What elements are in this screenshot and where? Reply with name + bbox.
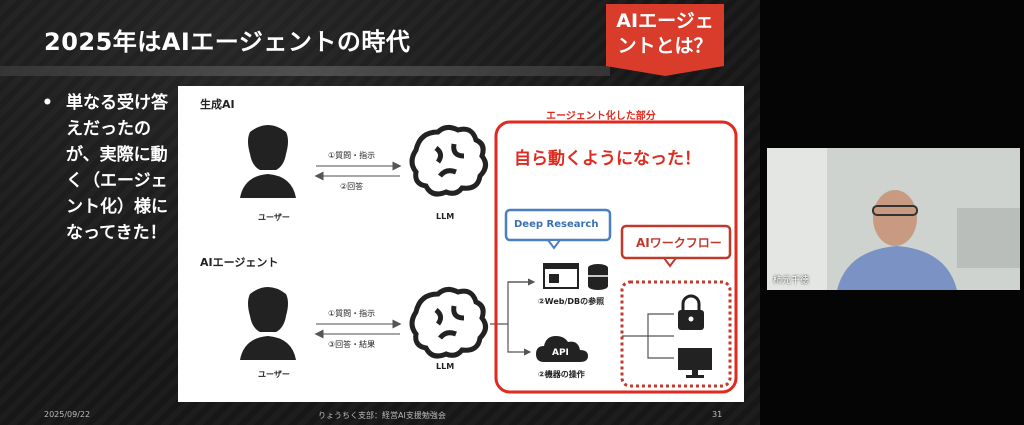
topic-badge: AIエージェ ントとは？: [606, 4, 724, 66]
deep-research-label: Deep Research: [514, 219, 599, 230]
monitor-icon: [678, 348, 712, 378]
diagram-panel: 生成AI AIエージェント ユーザー ユーザー LLM LLM ①質問・指示 ②…: [178, 86, 744, 402]
badge-line-2: ントとは？: [617, 35, 713, 57]
user-label: ユーザー: [258, 213, 290, 222]
diagram-graphics: [240, 120, 738, 394]
answer-label: ③回答・結果: [328, 340, 376, 349]
agent-frame: [494, 120, 738, 394]
participant-video[interactable]: 柿元千徳: [767, 148, 1020, 290]
database-icon: [588, 264, 608, 290]
bubble-tail: [546, 239, 562, 250]
llm-label: LLM: [436, 362, 455, 371]
footer-center: りょうちく支部：経営AI支援勉強会: [318, 411, 446, 420]
user-icon: [240, 125, 296, 198]
bullet-marker: •: [42, 93, 53, 113]
slide-title: 2025年はAIエージェントの時代: [44, 28, 411, 56]
user-icon: [240, 287, 296, 360]
presentation-slide: 2025年はAIエージェントの時代 AIエージェ ントとは？ • 単なる受け答え…: [0, 0, 760, 425]
ai-workflow-label: AIワークフロー: [636, 236, 722, 250]
workflow-box: [620, 280, 732, 388]
footer-page: 31: [712, 410, 723, 419]
badge-tail: [606, 66, 724, 76]
headline: 自ら動くようになった！: [514, 149, 701, 169]
browser-icon: [543, 263, 579, 289]
title-underline: [0, 66, 610, 76]
llm-label: LLM: [436, 212, 455, 221]
brain-icon: [409, 124, 488, 197]
answer-label: ②回答: [340, 182, 364, 191]
request-label: ①質問・指示: [328, 309, 376, 318]
bullet-text: 単なる受け答えだったのが、実際に動く（エージェント化）様になってきた！: [66, 93, 168, 243]
workflow-arrows: [622, 313, 674, 359]
api-label: API: [552, 348, 569, 358]
user-label: ユーザー: [258, 370, 290, 379]
device-op-label: ②機器の操作: [538, 370, 585, 379]
request-label: ①質問・指示: [328, 151, 376, 160]
bubble-tail: [662, 257, 678, 268]
section-title-agent: AIエージェント: [200, 256, 279, 269]
footer-date: 2025/09/22: [44, 410, 91, 419]
participant-name: 柿元千徳: [773, 276, 810, 286]
api-cloud-icon: [536, 336, 588, 362]
section-title-genai: 生成AI: [200, 98, 235, 111]
lock-icon: [678, 294, 704, 330]
participant-avatar: [767, 148, 1020, 290]
web-db-label: ②Web/DBの参照: [538, 297, 605, 306]
badge-line-1: AIエージェ: [616, 10, 714, 32]
brain-icon: [409, 286, 488, 359]
agent-part-label: エージェント化した部分: [546, 111, 656, 122]
